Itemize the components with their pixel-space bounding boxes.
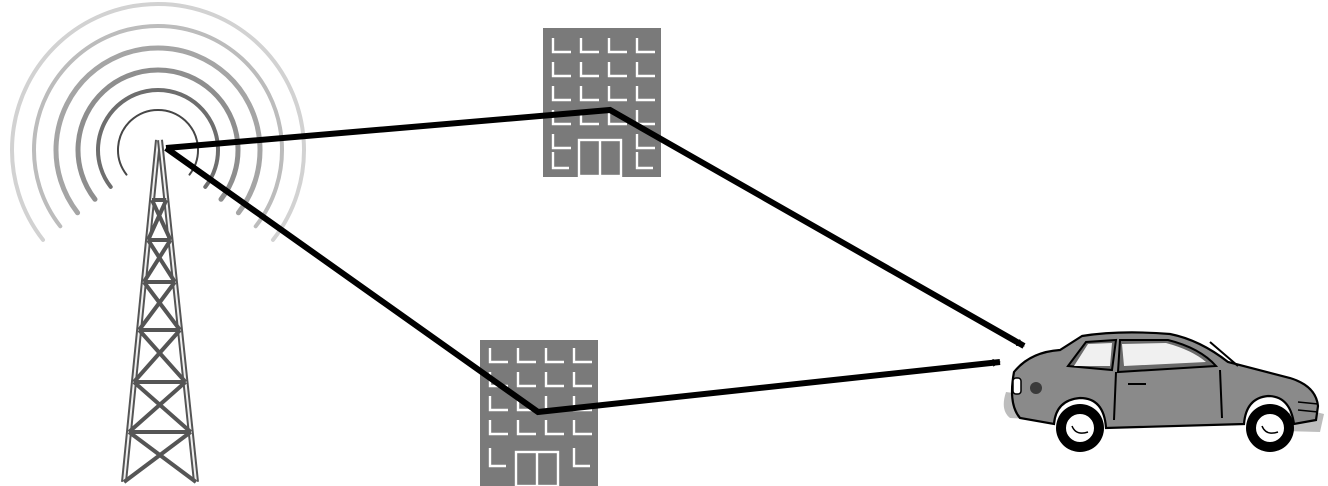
tower-brace (146, 238, 177, 284)
tower-brace (132, 328, 182, 384)
radio-wave-arc (53, 45, 263, 216)
tower-brace (127, 430, 198, 484)
radio-wave-arc (117, 108, 199, 176)
radio-wave-arc (10, 2, 306, 242)
radio-waves-icon (10, 2, 306, 242)
tower-brace (122, 430, 192, 484)
tower-brace (142, 280, 182, 332)
signal-path-via-bottom-building (164, 145, 1001, 416)
radio-wave-arc (96, 87, 220, 189)
tower-brace (142, 238, 173, 284)
tower-brace (137, 280, 177, 332)
tower-brace (137, 328, 187, 384)
tower-brace (127, 380, 187, 434)
building-icon (480, 340, 598, 486)
tower-brace (150, 199, 173, 241)
signal-path-via-top-building (165, 106, 1026, 349)
radio-wave-arc (32, 23, 284, 229)
tower-brace (146, 199, 169, 241)
tower-brace (132, 380, 193, 434)
building-icon (543, 28, 661, 178)
radio-tower-icon (121, 139, 199, 484)
radio-wave-arc (75, 67, 241, 202)
car-icon (1003, 331, 1324, 452)
